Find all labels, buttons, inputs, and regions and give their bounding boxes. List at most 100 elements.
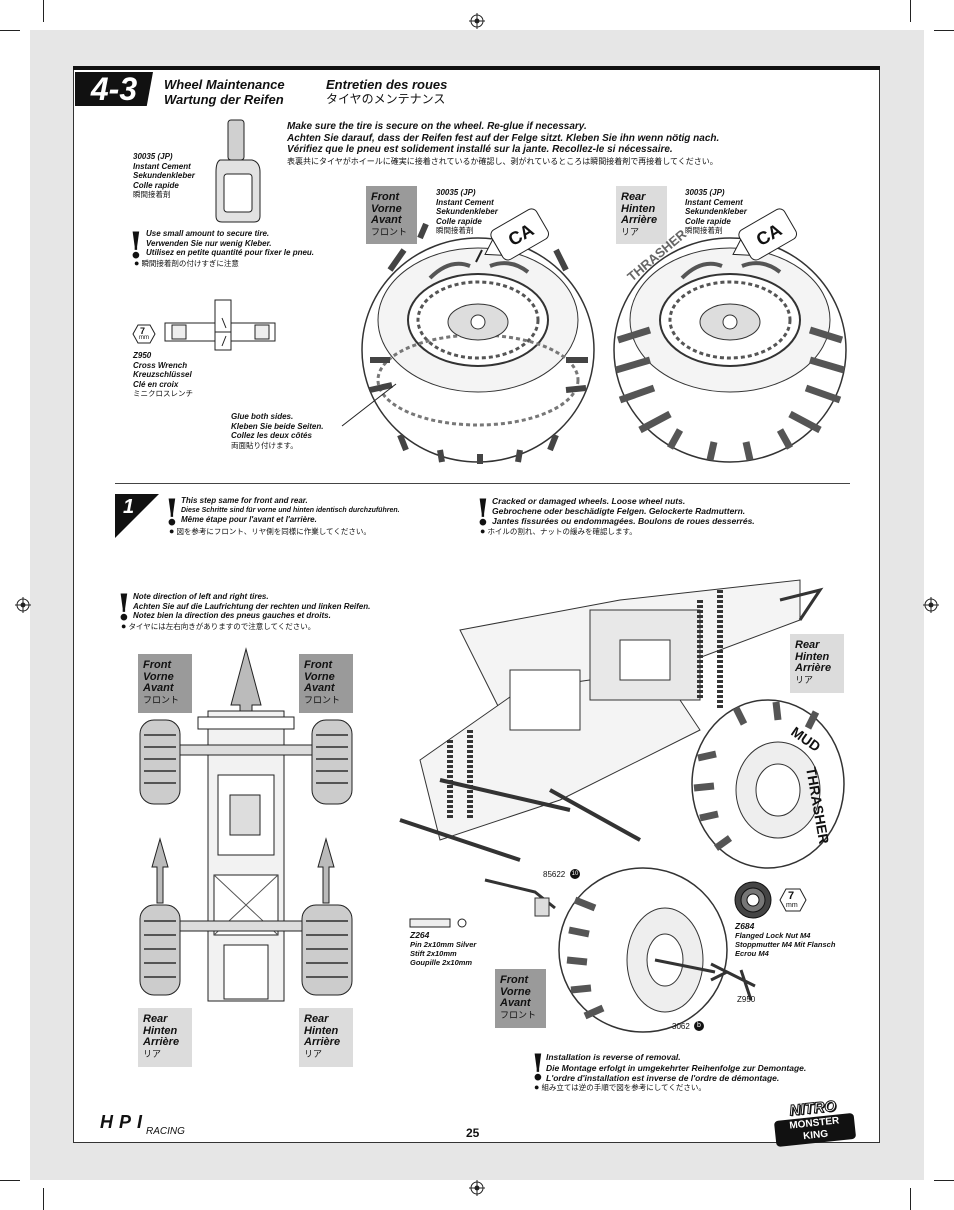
glue-note: Glue both sides. Kleben Sie beide Seiten… (231, 412, 323, 450)
section-title-de: Wartung der Reifen (164, 92, 284, 107)
rear-label-en: Rear (304, 1013, 329, 1025)
cement-label: 30035 (JP) Instant Cement Sekundenkleber… (133, 152, 195, 200)
crop-mark (910, 0, 911, 22)
rear-right-label-box: Rear Hinten Arrière リア (299, 1008, 353, 1067)
step-note-a-jp-line: 図を参考にフロント、リヤ側を同様に作業してください。 (169, 527, 371, 537)
front-label-en: Front (304, 659, 333, 671)
cement-note-jp-line: 瞬間接着剤の付けすぎに注意 (134, 259, 239, 269)
wrench-jp: ミニクロスレンチ (133, 389, 193, 398)
rear-label-de: Hinten (143, 1024, 178, 1037)
glue-note-fr: Collez les deux côtés (231, 431, 312, 440)
rear-tire-glue-illustration: THRASHER (613, 226, 847, 463)
wrench-code: Z950 (133, 351, 152, 360)
rear-label-en: Rear (795, 639, 820, 651)
rear-tire-mud-thrasher-illustration: MUD THRASHER (691, 699, 845, 869)
cement-note-jp: 瞬間接着剤の付けすぎに注意 (134, 259, 239, 268)
front-label-fr: Avant (500, 997, 531, 1009)
rear-label-de: Hinten (621, 202, 656, 215)
front-label-en: Front (371, 191, 400, 203)
step-note-c-en: Note direction of left and right tires. (133, 592, 269, 601)
registration-mark-icon (923, 597, 939, 613)
step-note-a-fr: Même étape pour l'avant et l'arrière. (181, 515, 317, 524)
registration-mark-icon (15, 597, 31, 613)
front-label-fr: Avant (371, 214, 402, 226)
front-tire-exploded-illustration (484, 867, 756, 1033)
warning-exclamation-icon: ! (530, 1047, 546, 1089)
crop-mark (43, 0, 44, 22)
chassis-perspective-illustration (399, 579, 824, 862)
front-label-fr: Avant (143, 682, 174, 694)
front-left-label-box: Front Vorne Avant フロント (138, 654, 192, 713)
wrench-size-hex-icon (132, 324, 156, 344)
pin-z264-icon (409, 918, 467, 928)
step-note-d: Installation is reverse of removal. Die … (546, 1052, 806, 1084)
part-z684-code: Z684 (735, 921, 755, 931)
intro-text: Make sure the tire is secure on the whee… (287, 121, 787, 167)
front-label-en: Front (500, 974, 529, 986)
hpi-logo-wordmark: HPI (100, 1112, 149, 1132)
front-label-en: Front (143, 659, 172, 671)
section-title-jp: タイヤのメンテナンス (326, 92, 446, 106)
cement-jp: 瞬間接着剤 (436, 226, 474, 235)
cross-wrench-icon (164, 299, 276, 351)
chassis-top-view-illustration (139, 647, 353, 1002)
part-z264-fr: Goupille 2x10mm (410, 958, 473, 967)
step-note-a-jp: 図を参考にフロント、リヤ側を同様に作業してください。 (169, 527, 371, 536)
cement-en: Instant Cement (436, 197, 494, 207)
rear-label-jp: リア (304, 1048, 323, 1059)
rear-label-fr: Arrière (621, 214, 658, 226)
rear-label-jp: リア (143, 1048, 162, 1059)
callout-z950: Z950 (737, 995, 756, 1004)
front-cement-label: 30035 (JP) Instant Cement Sekundenkleber… (436, 188, 498, 236)
front-tire-glue-illustration (361, 222, 595, 464)
glue-note-jp: 両面貼り付けます。 (231, 440, 298, 450)
step-note-d-jp-line: 組み立ては逆の手順で図を参考にしてください。 (534, 1083, 706, 1093)
step-note-c-jp: タイヤには左右向きがありますので注意してください。 (121, 622, 315, 631)
part-z684-de: Stoppmutter M4 Mit Flansch (735, 940, 836, 949)
intro-en: Make sure the tire is secure on the whee… (287, 121, 587, 132)
front-label-jp: フロント (500, 1009, 537, 1020)
callout-85622: 85622 (543, 870, 566, 879)
crop-mark (0, 1180, 20, 1181)
step-note-a: This step same for front and rear. Diese… (181, 496, 400, 525)
warning-exclamation-icon: ! (116, 587, 132, 629)
rear-label-de: Hinten (795, 650, 830, 663)
front-right-label-box: Front Vorne Avant フロント (299, 654, 353, 713)
glue-note-en: Glue both sides. (231, 412, 294, 421)
callout-3062-badge: b (694, 1021, 704, 1031)
cement-note: Use small amount to secure tire. Verwend… (146, 229, 314, 258)
part-z264-en: Pin 2x10mm Silver (410, 940, 477, 949)
front-label-jp: フロント (371, 226, 408, 237)
front-label-de: Vorne (371, 202, 402, 215)
glue-note-leader-line (341, 383, 397, 427)
step-note-d-en: Installation is reverse of removal. (546, 1052, 681, 1062)
rear-label-jp: リア (795, 674, 814, 685)
step-note-d-jp: 組み立ては逆の手順で図を参考にしてください。 (534, 1083, 706, 1092)
front-label-de: Vorne (500, 985, 531, 998)
warning-exclamation-icon: ! (475, 492, 491, 534)
step-note-b-jp-line: ホイルの割れ、ナットの緩みを確認します。 (480, 527, 637, 537)
step-note-a-en: This step same for front and rear. (181, 496, 308, 505)
step-note-d-fr: L'ordre d'installation est inverse de l'… (546, 1073, 780, 1083)
cement-de: Sekundenkleber (685, 207, 747, 216)
cement-fr: Colle rapide (436, 216, 482, 226)
step-divider (115, 483, 850, 484)
warning-exclamation-icon: ! (128, 225, 144, 267)
callout-3062: 3062 (672, 1022, 690, 1031)
cement-code: 30035 (JP) (436, 188, 476, 197)
step-note-b-jp: ホイルの割れ、ナットの緩みを確認します。 (480, 527, 637, 536)
rear-label-fr: Arrière (143, 1036, 180, 1048)
instant-cement-bottle-icon (215, 119, 261, 223)
crop-mark (910, 1188, 911, 1210)
rear-cement-label: 30035 (JP) Instant Cement Sekundenkleber… (685, 188, 747, 236)
nut-size-hex-icon (779, 888, 807, 912)
part-z684-en: Flanged Lock Nut M4 (735, 931, 811, 940)
wrench-size-unit: mm (139, 335, 149, 341)
front-label-jp: フロント (143, 694, 180, 705)
section-number-tab: 4-3 (75, 72, 153, 106)
step-note-b-fr: Jantes fissurées ou endommagées. Boulons… (492, 516, 755, 526)
nitro-monster-king-logo: NITRO MONSTER KING (772, 1097, 857, 1148)
front-label-de: Vorne (304, 670, 335, 683)
front-wheel-label-box: Front Vorne Avant フロント (495, 969, 546, 1028)
rear-corner-label-box: Rear Hinten Arrière リア (790, 634, 844, 693)
